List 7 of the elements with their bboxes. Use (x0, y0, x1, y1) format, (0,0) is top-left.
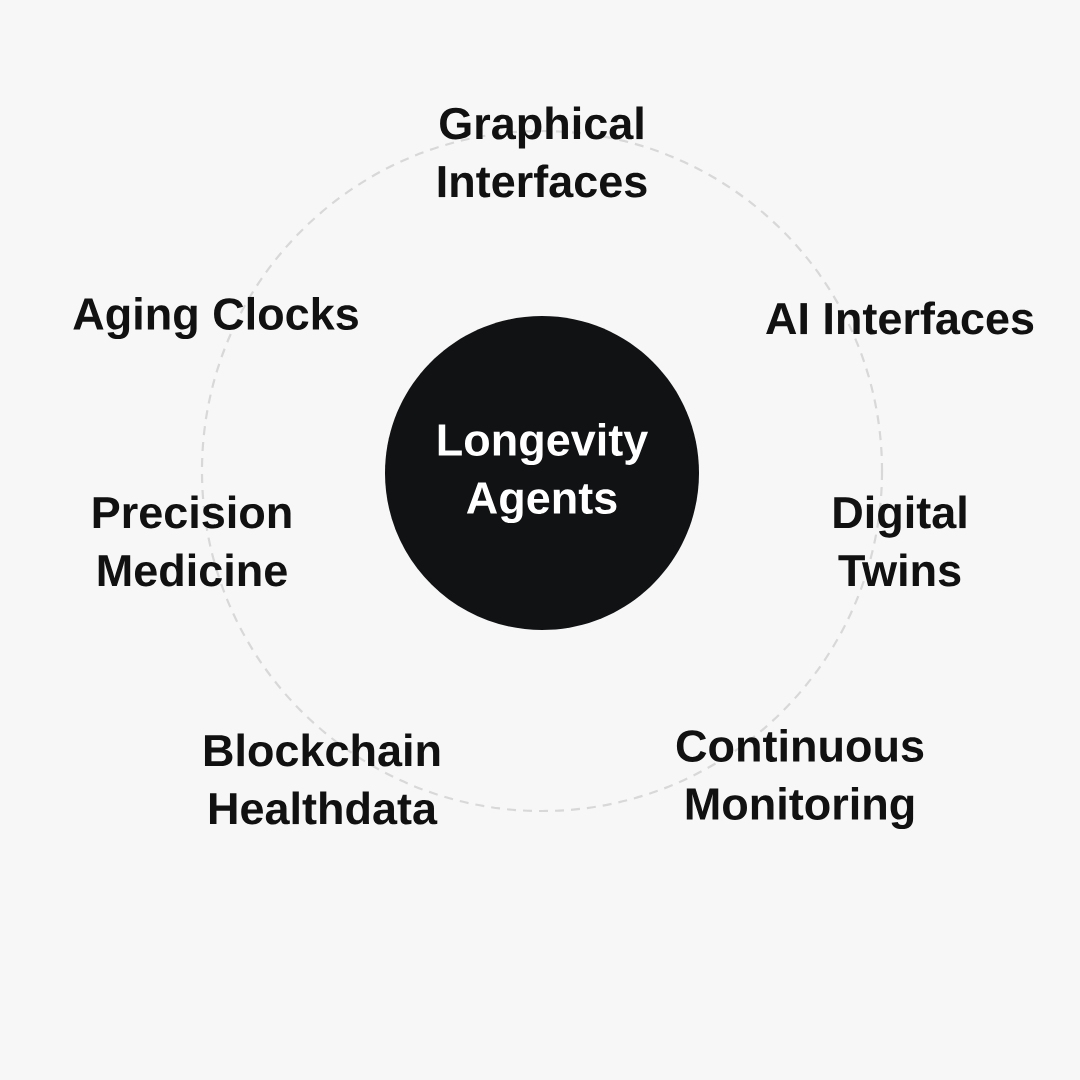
topic-label: Digital Twins (834, 495, 966, 587)
topic-label: Graphical Interfaces (438, 106, 647, 198)
topic-label: AI Interfaces (766, 301, 1034, 335)
topic-label: Continuous Monitoring (676, 728, 924, 830)
topic-label: Aging Clocks (73, 296, 358, 340)
topic-label: Precision Medicine (93, 495, 291, 587)
topic-label: Blockchain Healthdata (205, 733, 440, 825)
